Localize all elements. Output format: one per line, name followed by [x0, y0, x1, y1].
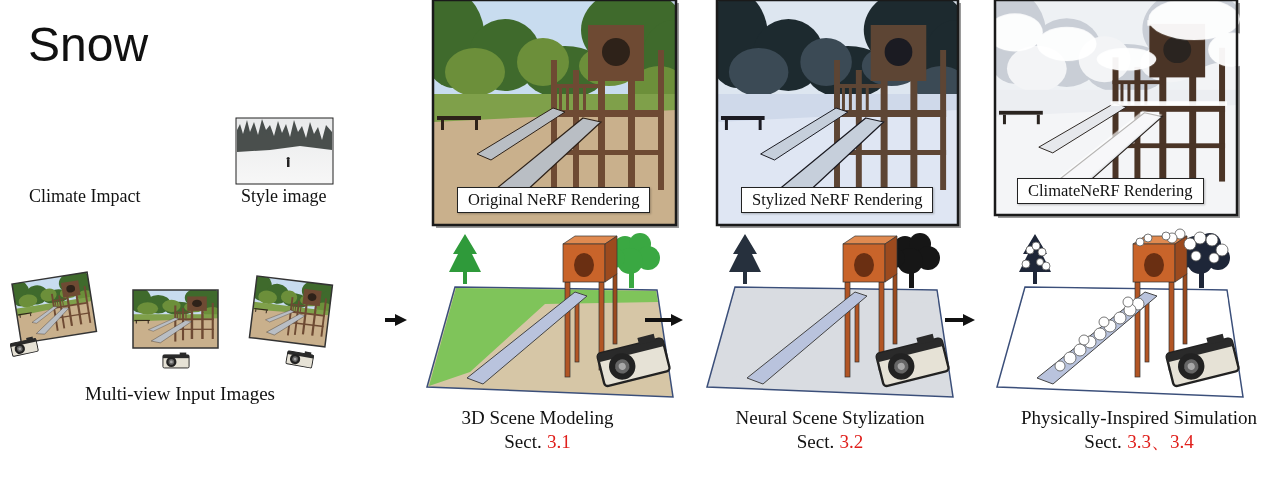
- pipeline-stage: Physically-Inspired SimulationSect. 3.3、3…: [975, 232, 1288, 458]
- original-rendering-photo: [421, 0, 705, 228]
- rendering-label: ClimateNeRF Rendering: [1028, 181, 1193, 201]
- section-number: 3.2: [840, 431, 864, 452]
- stage-title: Multi-view Input Images: [85, 382, 275, 406]
- pipeline-stage: 3D Scene ModelingSect. 3.1: [407, 232, 645, 458]
- section-line: Sect. 3.2: [797, 430, 864, 454]
- stage-title: Neural Scene Stylization: [736, 406, 925, 430]
- stage-title: 3D Scene Modeling: [462, 406, 614, 430]
- section-number: 3.3、3.4: [1127, 431, 1194, 452]
- section-number: 3.1: [547, 431, 571, 452]
- row-caption: Style image: [241, 186, 326, 208]
- rendering-tag: Stylized NeRF Rendering: [741, 187, 933, 213]
- style-image-thumbnail: [236, 118, 333, 184]
- section-word: Sect.: [504, 431, 541, 452]
- multi-view-images: [8, 268, 342, 369]
- simulated-scene-illustration: [997, 229, 1243, 397]
- climate-name: Snow: [28, 16, 148, 74]
- flow-arrow: [645, 318, 675, 322]
- flow-arrow: [385, 318, 399, 322]
- section-word: Sect.: [797, 431, 834, 452]
- stylized-rendering-photo: [705, 0, 987, 228]
- section-line: Sect. 3.3、3.4: [1084, 430, 1193, 454]
- section-word: Sect.: [1084, 431, 1121, 452]
- flow-arrow: [945, 318, 967, 322]
- stage-title: Physically-Inspired Simulation: [1021, 406, 1257, 430]
- pipeline-stage: Multi-view Input Images: [0, 265, 385, 410]
- rendering-tag: Original NeRF Rendering: [457, 187, 650, 213]
- row-caption: Climate Impact: [29, 186, 140, 208]
- climatenerf-rendering-photo: [983, 0, 1266, 218]
- rendering-label: Stylized NeRF Rendering: [752, 190, 922, 210]
- rendering-tag: ClimateNeRF Rendering: [1017, 178, 1204, 204]
- section-line: Sect. 3.1: [504, 430, 571, 454]
- pipeline-stage: Neural Scene StylizationSect. 3.2: [683, 232, 945, 458]
- rendering-label: Original NeRF Rendering: [468, 190, 639, 210]
- stylized-scene-illustration: [707, 233, 953, 397]
- scene-model-illustration: [427, 233, 673, 397]
